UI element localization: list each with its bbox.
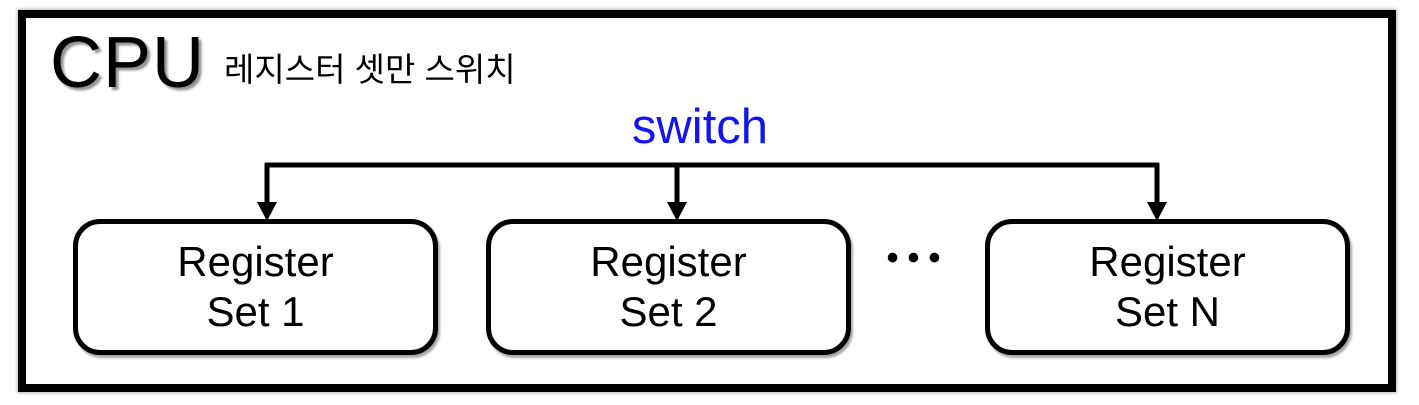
register-set-2-label-line2: Set 2 bbox=[619, 288, 718, 335]
switch-label: switch bbox=[631, 100, 769, 154]
register-set-n-box: Register Set N bbox=[985, 219, 1350, 355]
register-set-1-label-line2: Set 1 bbox=[206, 288, 305, 335]
cpu-subtitle-korean: 레지스터 셋만 스위치 bbox=[224, 51, 516, 88]
register-set-1-label: Register Set 1 bbox=[177, 237, 333, 337]
register-set-2-label: Register Set 2 bbox=[590, 237, 746, 337]
register-set-2-box: Register Set 2 bbox=[486, 219, 851, 355]
register-set-n-label-line1: Register bbox=[1089, 238, 1246, 285]
register-set-1-label-line1: Register bbox=[177, 238, 334, 285]
ellipsis-between-sets: ••• bbox=[886, 239, 950, 277]
register-set-2-label-line1: Register bbox=[590, 238, 747, 285]
register-set-1-box: Register Set 1 bbox=[73, 219, 438, 355]
register-set-n-label: Register Set N bbox=[1089, 237, 1245, 337]
register-set-n-label-line2: Set N bbox=[1114, 288, 1221, 335]
cpu-title: CPU bbox=[50, 23, 206, 103]
